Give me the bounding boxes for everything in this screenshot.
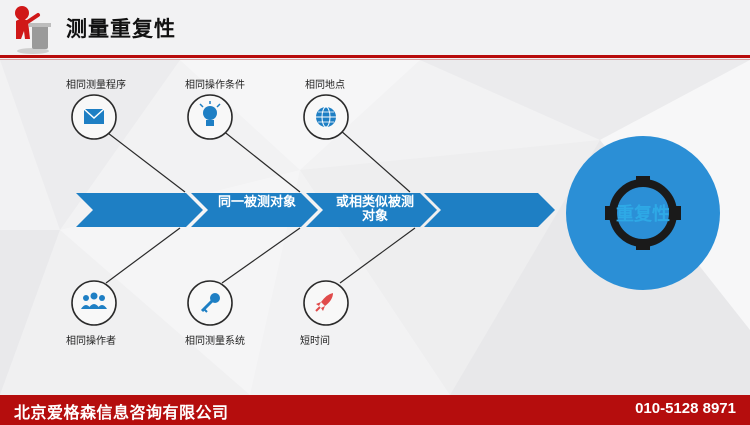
bone-line xyxy=(105,227,181,284)
footer-bar: 北京爱格森信息咨询有限公司 010-5128 8971 xyxy=(0,395,750,425)
header-divider-thin xyxy=(0,59,750,60)
key-icon xyxy=(200,293,220,313)
hub-label: 重复性 xyxy=(616,204,670,225)
node-label-top-3: 相同地点 xyxy=(305,80,345,91)
header-divider xyxy=(0,55,750,58)
node-envelope xyxy=(71,94,117,140)
envelope-icon xyxy=(83,108,105,124)
spine-label-1: 同一被测对象 xyxy=(217,195,296,210)
spine-label-2: 或相类似被测对象 xyxy=(335,195,414,224)
node-label-bottom-2: 相同测量系统 xyxy=(185,336,245,347)
bone-line xyxy=(103,129,186,193)
speaker-mascot-icon xyxy=(15,6,51,54)
spine-chevron xyxy=(76,193,203,227)
spine-chevron xyxy=(306,193,437,227)
node-label-top-2: 相同操作条件 xyxy=(185,80,245,91)
node-lightbulb xyxy=(187,94,233,140)
fishbone-diagram xyxy=(71,94,720,326)
lightbulb-icon xyxy=(199,101,221,126)
node-label-top-1: 相同测量程序 xyxy=(66,80,126,91)
bone-line xyxy=(221,227,301,284)
node-label-bottom-3: 短时间 xyxy=(300,336,330,347)
rocket-icon xyxy=(315,293,333,312)
spine-chevron xyxy=(191,193,318,227)
page-title: 测量重复性 xyxy=(66,17,176,41)
node-people xyxy=(71,280,117,326)
node-rocket xyxy=(303,280,349,326)
hub xyxy=(566,136,720,290)
bone-line xyxy=(221,129,301,193)
bone-line xyxy=(339,129,411,193)
node-label-bottom-1: 相同操作者 xyxy=(66,336,116,347)
footer-phone: 010-5128 8971 xyxy=(635,400,736,417)
footer-company-name: 北京爱格森信息咨询有限公司 xyxy=(14,403,229,422)
people-icon xyxy=(81,292,107,309)
bone-line xyxy=(339,227,416,284)
globe-icon xyxy=(316,106,336,128)
node-key xyxy=(187,280,233,326)
spine-chevron xyxy=(424,193,555,227)
node-globe xyxy=(303,94,349,140)
